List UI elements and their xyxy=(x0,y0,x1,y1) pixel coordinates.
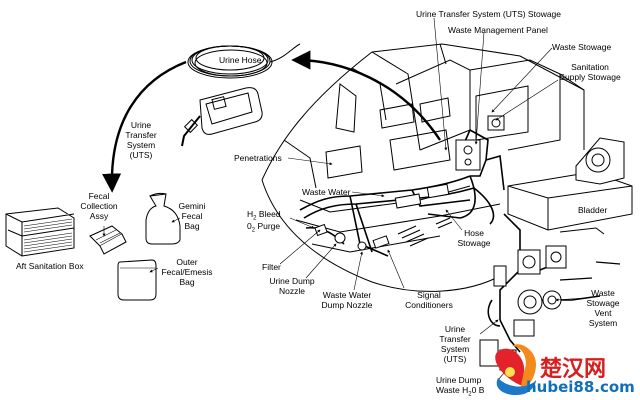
aft-sanitation-box xyxy=(5,207,75,257)
label-uts-bottom: Urine Transfer System (UTS) xyxy=(439,324,471,364)
label-filter: Filter xyxy=(262,262,281,272)
label-uts-stowage: Urine Transfer System (UTS) Stowage xyxy=(416,9,562,19)
cabin-structure xyxy=(261,43,585,292)
label-urine-dump-bottom: Urine Dump Waste H20 B xyxy=(436,375,485,398)
label-uts-left: Urine Transfer System (UTS) xyxy=(125,120,157,160)
label-penetrations: Penetrations xyxy=(234,153,282,163)
label-fecal-collection-assy: Fecal Collection Assy xyxy=(80,191,118,221)
label-urine-dump-nozzle: Urine Dump Nozzle xyxy=(269,276,315,296)
label-waste-water-dump-nozzle: Waste Water Dump Nozzle xyxy=(321,290,373,310)
label-waste-water: Waste Water xyxy=(302,187,351,197)
dump-nozzles xyxy=(314,183,453,251)
watermark-url: hubei88.com xyxy=(526,378,635,396)
urine-hose-coil xyxy=(187,43,301,79)
label-bladder: Bladder xyxy=(578,205,608,215)
label-o2-purge: 02 Purge xyxy=(247,221,281,234)
label-h2-bleed: H2 Bleed xyxy=(247,209,281,222)
watermark-title: 楚汉网 xyxy=(540,357,607,382)
label-outer-fecal-emesis-bag: Outer Fecal/Emesis Bag xyxy=(161,257,213,287)
bladder-structure xyxy=(507,137,633,231)
label-waste-management-panel: Waste Management Panel xyxy=(448,25,548,35)
label-gemini-fecal-bag: Gemini Fecal Bag xyxy=(178,201,206,231)
watermark-logo xyxy=(495,344,536,396)
label-waste-stowage-vent-system: Waste Stowage Vent System xyxy=(586,288,620,328)
label-aft-sanitation-box: Aft Sanitation Box xyxy=(16,261,84,271)
uts-bag xyxy=(181,87,263,147)
label-signal-conditioners: Signal Conditioners xyxy=(405,290,453,310)
waste-management-panel xyxy=(455,115,505,171)
label-urine-hose: Urine Hose xyxy=(219,55,262,65)
fecal-collection-assy xyxy=(89,225,127,255)
gemini-fecal-bag xyxy=(145,192,181,245)
label-waste-stowage: Waste Stowage xyxy=(552,42,612,52)
outer-fecal-emesis-bag xyxy=(117,259,157,301)
plumbing-lines xyxy=(299,129,601,353)
label-hose-stowage: Hose Stowage xyxy=(457,228,491,248)
label-sanitation-supply-stowage: Sanitation Supply Stowage xyxy=(559,62,621,82)
